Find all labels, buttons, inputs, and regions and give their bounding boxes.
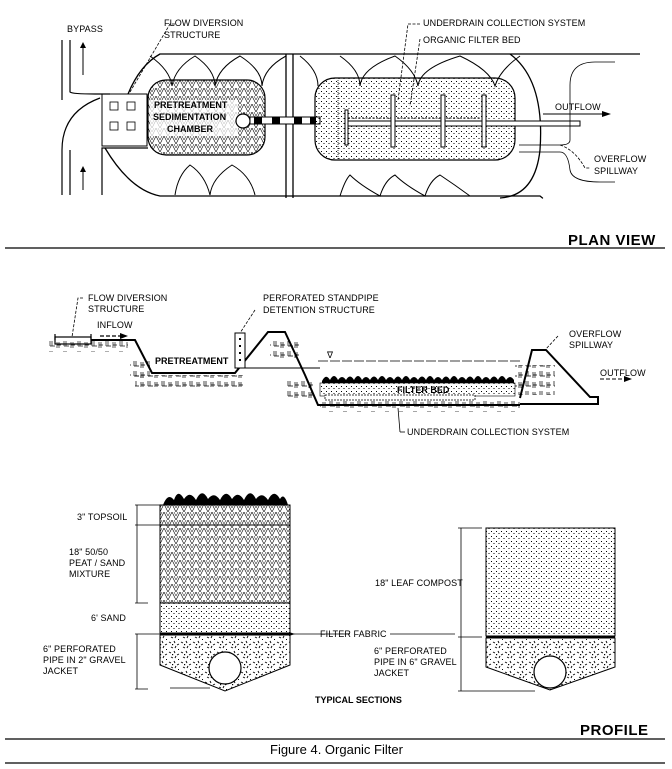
label-organic-filter-bed: ORGANIC FILTER BED (423, 35, 521, 45)
label-pretreatment-3: CHAMBER (167, 124, 213, 134)
perforated-pipe-right (533, 655, 567, 689)
peat-sand-layer (159, 524, 291, 604)
berm-outline-bottom (104, 147, 544, 199)
typical-sections: 3" TOPSOIL 18" 50/50 PEAT / SAND MIXTURE… (43, 493, 616, 705)
profile-underdrain-pipe (324, 394, 476, 401)
berm-outline-top (127, 53, 640, 95)
leaf-compost-layer (485, 527, 616, 637)
label-standpipe-2: DETENTION STRUCTURE (263, 305, 375, 315)
bypass-channel-top (61, 40, 110, 100)
bypass-channel-bottom (61, 97, 101, 195)
label-right-pipe-3: JACKET (374, 668, 410, 678)
divider-wall (285, 54, 294, 198)
bypass-channel-inner (101, 147, 148, 195)
outflow-arrow-icon (602, 111, 611, 117)
label-filter-bed: FILTER BED (397, 385, 450, 395)
inflow-arrow-icon (80, 166, 86, 172)
label-overflow-1: OVERFLOW (594, 154, 647, 164)
label-outflow-profile: OUTFLOW (600, 368, 646, 378)
label-profile-flow-diversion-2: STRUCTURE (88, 304, 144, 314)
label-left-pipe-3: JACKET (43, 666, 79, 676)
profile-view: ∇ FLOW DIVERSION STRUCTURE INFLOW PERFOR… (48, 293, 646, 437)
label-underdrain: UNDERDRAIN COLLECTION SYSTEM (423, 18, 585, 28)
water-level-symbol: ∇ (326, 350, 334, 360)
plan-view: BYPASS FLOW DIVERSION STRUCTURE UNDERDRA… (5, 18, 665, 249)
label-profile-underdrain: UNDERDRAIN COLLECTION SYSTEM (407, 427, 569, 437)
label-topsoil: 3" TOPSOIL (77, 512, 127, 522)
typical-sections-title: TYPICAL SECTIONS (315, 695, 402, 705)
left-section: 3" TOPSOIL 18" 50/50 PEAT / SAND MIXTURE… (43, 493, 350, 692)
flow-diversion-structure (101, 93, 148, 147)
organic-filter-bed (314, 77, 516, 161)
label-right-pipe-2: PIPE IN 6" GRAVEL (374, 657, 457, 667)
label-leaf-compost: 18" LEAF COMPOST (375, 578, 463, 588)
label-outflow-plan: OUTFLOW (555, 102, 601, 112)
label-pretreatment-profile: PRETREATMENT (155, 356, 229, 366)
label-left-pipe-1: 6" PERFORATED (43, 644, 116, 654)
outflow-arrow-icon-profile (624, 376, 632, 382)
label-profile-overflow-2: SPILLWAY (569, 340, 613, 350)
profile-ground-line (91, 331, 520, 406)
label-flow-diversion-2: STRUCTURE (164, 30, 220, 40)
label-pretreatment-1: PRETREATMENT (154, 100, 228, 110)
label-inflow: INFLOW (97, 320, 133, 330)
leader-lines (129, 23, 590, 169)
underdrain-system (344, 94, 581, 148)
figure-caption: Figure 4. Organic Filter (270, 742, 404, 757)
label-overflow-2: SPILLWAY (594, 166, 638, 176)
section-vegetation (163, 493, 288, 505)
vegetation (322, 376, 514, 383)
label-peat-3: MIXTURE (69, 569, 110, 579)
profile-title: PROFILE (580, 722, 649, 739)
label-peat-2: PEAT / SAND (69, 558, 126, 568)
label-bypass: BYPASS (67, 24, 103, 34)
label-pretreatment-2: SEDIMENTATION (153, 112, 226, 122)
label-peat-1: 18" 50/50 (69, 547, 108, 557)
bypass-arrowhead-icon (80, 42, 86, 48)
connecting-pipe (249, 116, 321, 125)
perforated-pipe-left (208, 651, 242, 685)
inflow-arrow-icon (120, 333, 128, 339)
sand-layer (159, 602, 291, 634)
label-left-pipe-2: PIPE IN 2" GRAVEL (43, 655, 126, 665)
label-flow-diversion-1: FLOW DIVERSION (164, 18, 243, 28)
label-right-pipe-1: 6" PERFORATED (374, 646, 447, 656)
label-filter-fabric: FILTER FABRIC (320, 629, 387, 639)
label-standpipe-1: PERFORATED STANDPIPE (263, 293, 379, 303)
profile-spillway-berm (519, 349, 599, 405)
label-profile-overflow-1: OVERFLOW (569, 329, 622, 339)
label-profile-flow-diversion-1: FLOW DIVERSION (88, 293, 167, 303)
right-section: 18" LEAF COMPOST 6" PERFORATED PIPE IN 6… (374, 527, 616, 692)
topsoil-layer (159, 504, 291, 526)
standpipe-circle (235, 113, 251, 129)
label-sand: 6' SAND (91, 613, 126, 623)
plan-view-title: PLAN VIEW (568, 232, 656, 249)
